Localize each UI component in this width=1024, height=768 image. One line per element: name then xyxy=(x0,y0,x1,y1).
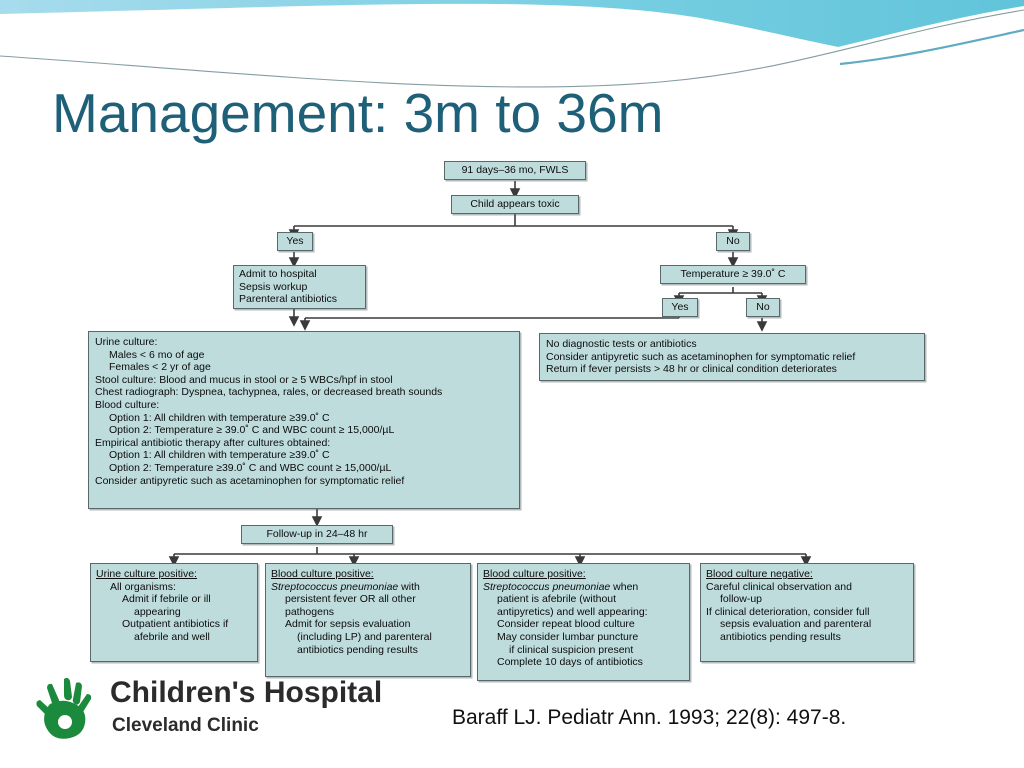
hospital-logo: Children's Hospital Cleveland Clinic xyxy=(22,676,382,758)
node-outcome-urine-culture-positive[interactable]: Urine culture positive: All organisms: A… xyxy=(90,563,258,662)
node-admit-to-hospital[interactable]: Admit to hospital Sepsis workup Parenter… xyxy=(233,265,366,309)
node-temperature-threshold[interactable]: Temperature ≥ 39.0˚ C xyxy=(660,265,806,284)
logo-sub-name: Cleveland Clinic xyxy=(112,715,259,736)
citation-text: Baraff LJ. Pediatr Ann. 1993; 22(8): 497… xyxy=(452,706,847,729)
logo-brand-name: Children's Hospital xyxy=(110,676,383,709)
node-temp-yes[interactable]: Yes xyxy=(662,298,698,317)
node-child-appears-toxic[interactable]: Child appears toxic xyxy=(451,195,579,214)
node-temp-no[interactable]: No xyxy=(746,298,780,317)
node-toxic-no[interactable]: No xyxy=(716,232,750,251)
handprint-icon xyxy=(28,674,106,749)
node-diagnostic-workup[interactable]: Urine culture: Males < 6 mo of age Femal… xyxy=(88,331,520,509)
node-outcome-blood-culture-positive-afebrile[interactable]: Blood culture positive: Streptococcus pn… xyxy=(477,563,690,681)
organism-name-strep-pneumoniae: Streptococcus pneumoniae xyxy=(271,580,399,593)
line-tail: with xyxy=(398,580,420,593)
line-tail: when xyxy=(610,580,639,593)
node-followup[interactable]: Follow-up in 24–48 hr xyxy=(241,525,393,544)
node-no-diagnostic-tests[interactable]: No diagnostic tests or antibiotics Consi… xyxy=(539,333,925,381)
organism-name-strep-pneumoniae: Streptococcus pneumoniae xyxy=(483,580,611,593)
node-outcome-blood-culture-negative[interactable]: Blood culture negative: Careful clinical… xyxy=(700,563,914,662)
node-root[interactable]: 91 days–36 mo, FWLS xyxy=(444,161,586,180)
page-title: Management: 3m to 36m xyxy=(52,82,664,144)
node-outcome-blood-culture-positive-fever[interactable]: Blood culture positive: Streptococcus pn… xyxy=(265,563,471,677)
node-toxic-yes[interactable]: Yes xyxy=(277,232,313,251)
header-decoration-band xyxy=(0,0,1024,92)
